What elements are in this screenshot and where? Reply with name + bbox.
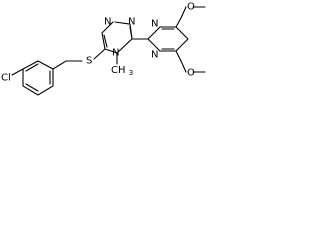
chlorine-label: Cl — [1, 73, 11, 84]
methyl-main-text: CH — [111, 65, 126, 76]
methyl-label: CH 3 — [111, 65, 133, 78]
chemical-structure-diagram: Cl S N N N CH 3 N N O O — [1, 2, 206, 96]
atom-labels: Cl S N N N CH 3 N N O O — [1, 2, 195, 84]
pyrimidine-n-top-label: N — [151, 19, 158, 30]
chlorophenyl-bonds — [11, 60, 83, 96]
methoxy-o-bottom-label: O — [187, 68, 195, 79]
methoxy-bonds — [180, 6, 206, 73]
triazole-n-top-right-label: N — [128, 17, 135, 28]
pyrimidine-bonds — [131, 17, 189, 62]
pyrimidine-n-bottom-label: N — [151, 50, 158, 61]
triazole-n-top-left-label: N — [104, 17, 111, 28]
triazole-n-bottom-label: N — [112, 48, 119, 59]
methyl-subscript: 3 — [129, 69, 133, 77]
bond-layer — [11, 6, 206, 96]
methoxy-o-top-label: O — [187, 2, 195, 13]
triazole-bonds — [93, 21, 133, 65]
sulfur-label: S — [86, 56, 92, 67]
